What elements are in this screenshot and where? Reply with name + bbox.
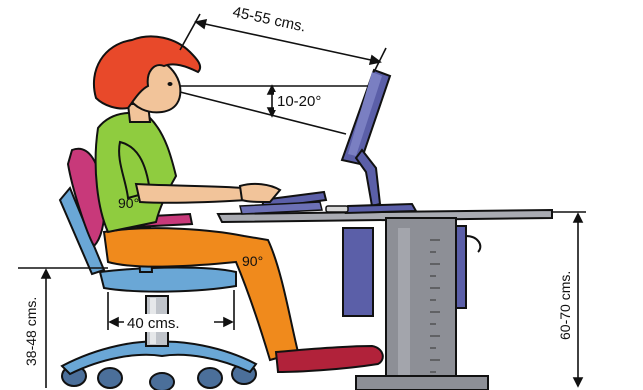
- elbow-angle-label: 90°: [118, 195, 139, 211]
- seat-depth-label: 40 cms.: [127, 315, 180, 332]
- desk-height-label: 60-70 cms.: [557, 271, 573, 340]
- seat-height-label: 38-48 cms.: [23, 297, 39, 366]
- monitor: [342, 70, 416, 213]
- knee-angle-label: 90°: [242, 253, 263, 269]
- gaze-angle-label: 10-20°: [277, 93, 321, 110]
